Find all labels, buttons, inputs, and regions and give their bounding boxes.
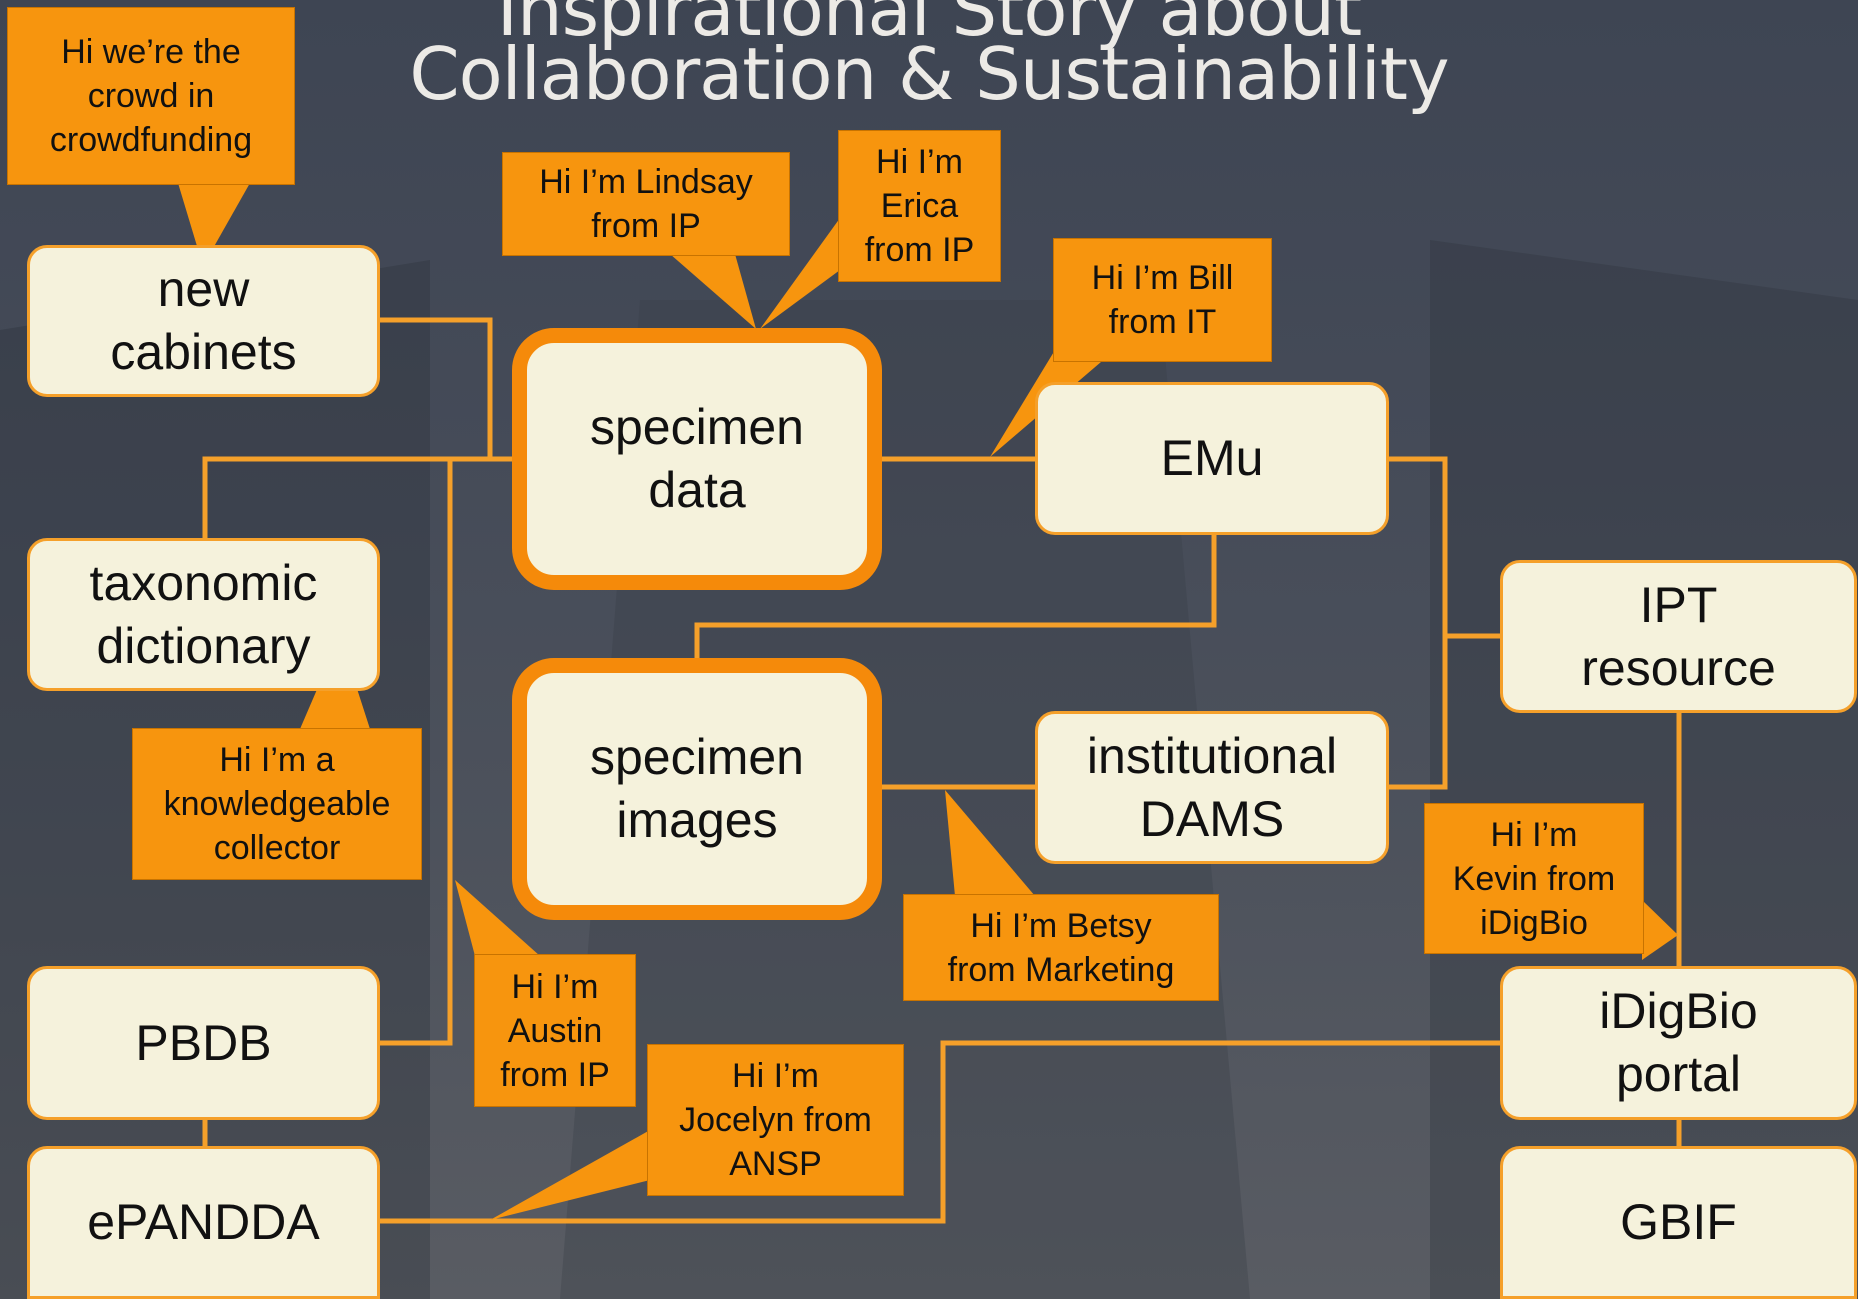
- callout-betsy: Hi I’m Betsy from Marketing: [903, 894, 1219, 1001]
- node-epandda: ePANDDA: [27, 1146, 380, 1299]
- slide-title-line1: Inspirational Story about: [496, 0, 1363, 52]
- connector-taxonomic-to-data: [202, 456, 520, 540]
- callout-crowd: Hi we’re the crowd in crowdfunding: [7, 7, 295, 185]
- node-idigbio-portal: iDigBio portal: [1500, 966, 1857, 1120]
- node-specimen-data: specimen data: [512, 328, 882, 590]
- callout-bill: Hi I’m Bill from IT: [1053, 238, 1272, 362]
- tail-lindsay: [670, 254, 756, 329]
- node-taxonomic-dictionary: taxonomic dictionary: [27, 538, 380, 691]
- connector-emu-to-images: [694, 534, 1217, 680]
- callout-collector: Hi I’m a knowledgeable collector: [132, 728, 422, 880]
- node-institutional-dams: institutional DAMS: [1035, 711, 1389, 864]
- node-ipt-resource: IPT resource: [1500, 560, 1857, 713]
- node-specimen-images: specimen images: [512, 658, 882, 920]
- callout-jocelyn: Hi I’m Jocelyn from ANSP: [647, 1044, 904, 1196]
- callout-erica: Hi I’m Erica from IP: [838, 130, 1001, 282]
- tail-jocelyn: [490, 1130, 650, 1220]
- callout-kevin: Hi I’m Kevin from iDigBio: [1424, 803, 1644, 954]
- tail-crowd: [178, 183, 250, 266]
- node-gbif: GBIF: [1500, 1146, 1857, 1299]
- tail-erica: [760, 218, 840, 329]
- node-pbdb: PBDB: [27, 966, 380, 1120]
- tail-kevin: [1642, 900, 1678, 960]
- tail-austin: [455, 880, 540, 956]
- node-emu: EMu: [1035, 382, 1389, 535]
- slide-title-line2: Collaboration & Sustainability: [409, 32, 1449, 116]
- callout-austin: Hi I’m Austin from IP: [474, 954, 636, 1107]
- connector-lines: [202, 317, 1682, 1224]
- callout-lindsay: Hi I’m Lindsay from IP: [502, 152, 790, 256]
- node-new-cabinets: new cabinets: [27, 245, 380, 397]
- connector-dams-to-ipt: [1387, 636, 1448, 790]
- connector-pbdb-to-data: [380, 459, 453, 1046]
- connector-emu-to-ipt: [1387, 456, 1502, 639]
- tail-betsy: [945, 790, 1035, 896]
- connector-idigbio-to-epandda: [380, 1040, 1502, 1224]
